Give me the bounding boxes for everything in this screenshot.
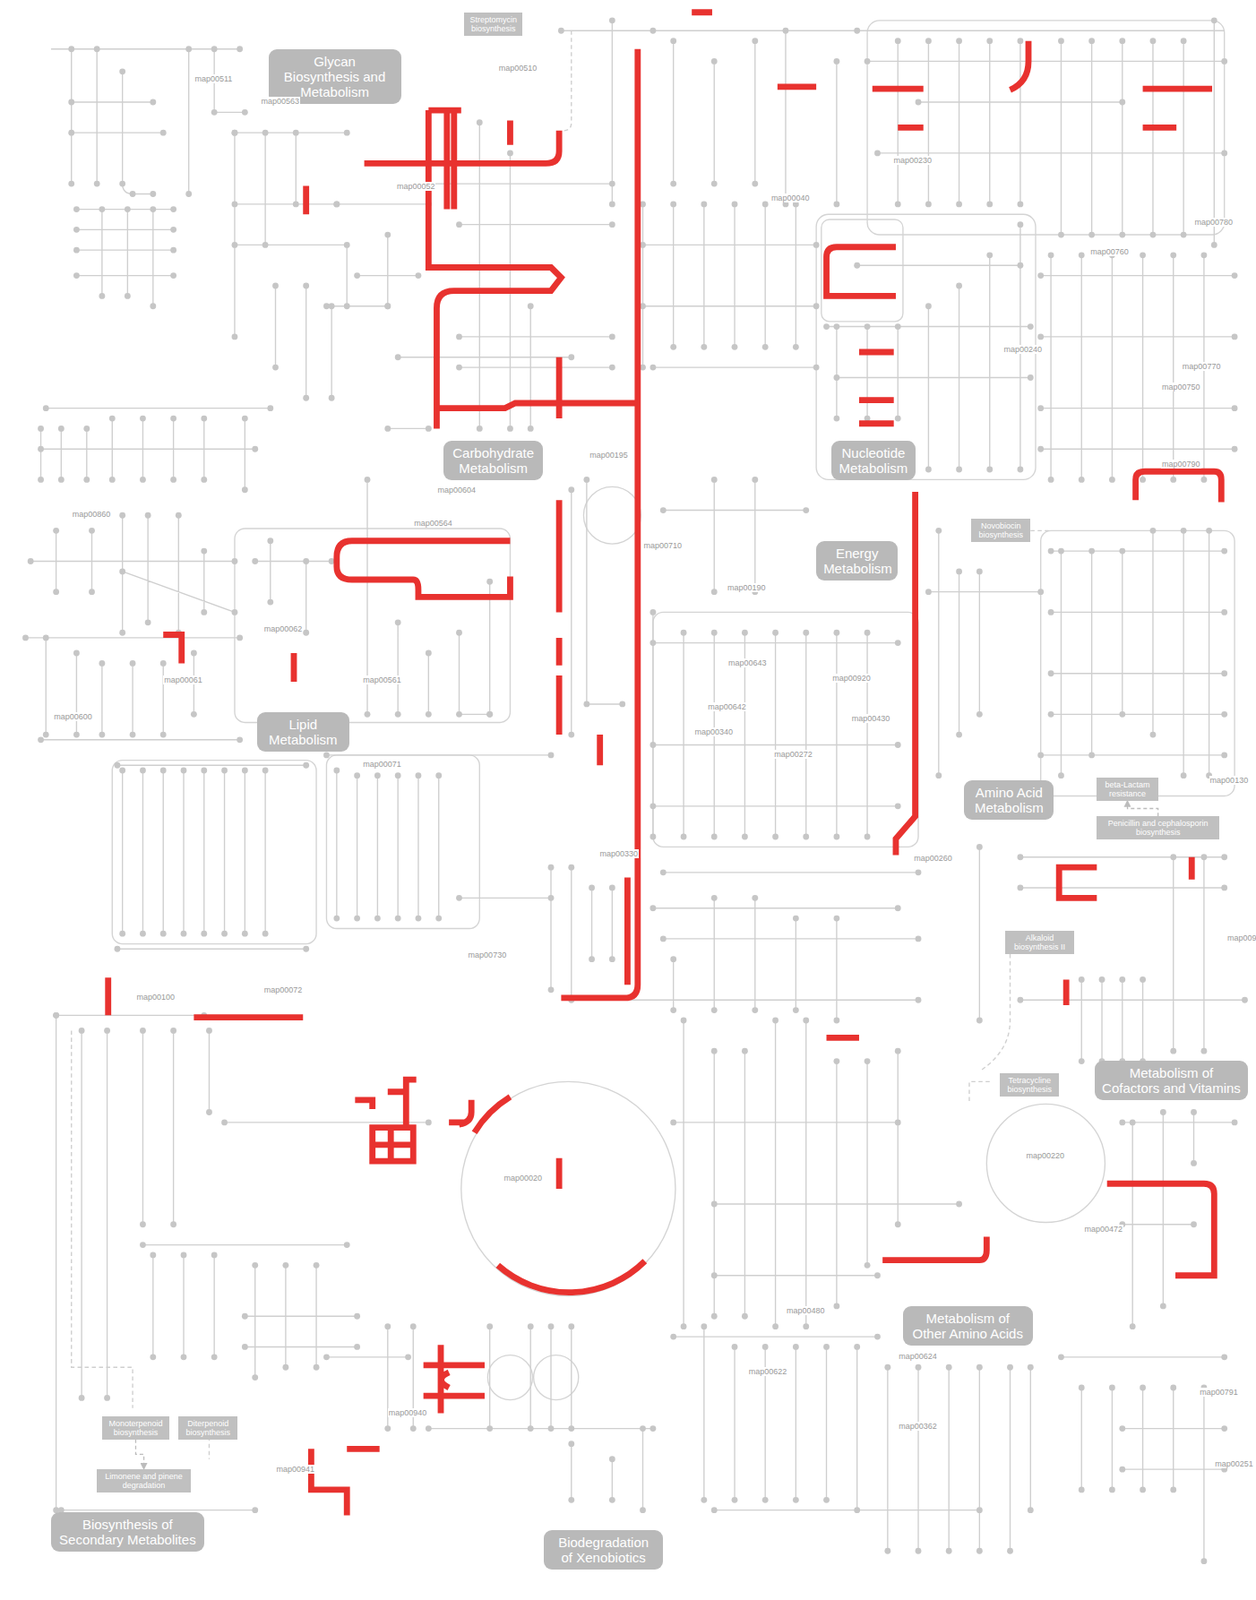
map-id: map00061 [163,675,204,685]
box-text: Limonene and pinene degradation [99,1471,189,1490]
map-id: map00071 [361,759,403,769]
map-id: map00062 [263,624,304,634]
map-id: map00624 [897,1351,938,1361]
map-id: map00750 [1161,382,1202,392]
map-id: map00760 [1089,247,1130,257]
pathway-box: Monoterpenoid biosynthesis [102,1416,170,1440]
map-id: map00600 [52,712,94,722]
map-id: map00643 [727,658,768,668]
category-label: Biosynthesis of Secondary Metabolites [51,1512,205,1552]
box-text: beta-Lactam resistance [1099,780,1155,799]
map-id: map00511 [193,74,233,84]
map-id: map00220 [1025,1151,1067,1161]
dashed-connector [135,1439,144,1470]
box-text: Nucleotide Metabolism [838,445,908,476]
box-text: Biosynthesis of Secondary Metabolites [58,1516,198,1548]
category-label: Carbohydrate Metabolism [443,440,542,481]
map-id: map00040 [770,193,811,203]
box-text: Metabolism of Cofactors and Vitamins [1101,1065,1241,1096]
map-id: map00362 [897,1421,938,1431]
pathway-box: Limonene and pinene degradation [96,1469,191,1493]
map-id: map00903 [1226,933,1256,943]
map-id: map00563 [259,96,301,106]
box-text: Alkaloid biosynthesis II [1007,933,1072,952]
box-text: Penicillin and cephalosporin biosynthesi… [1099,818,1217,837]
map-id: map00195 [588,450,629,460]
pathway-box: Diterpenoid biosynthesis [178,1416,238,1440]
box-text: Novobiocin biosynthesis [973,521,1028,540]
map-id: map00770 [1181,361,1222,371]
box-text: Amino Acid Metabolism [971,784,1047,816]
map-id: map00340 [693,727,734,737]
map-id: map00510 [498,63,539,73]
dashed-connector [1126,800,1158,817]
box-text: Carbohydrate Metabolism [450,445,535,476]
box-text: Energy Metabolism [823,545,891,577]
category-label: Metabolism of Cofactors and Vitamins [1094,1060,1248,1101]
map-id: map00791 [1198,1387,1239,1397]
pathway-box: Alkaloid biosynthesis II [1005,930,1075,955]
box-text: Monoterpenoid biosynthesis [104,1419,167,1437]
map-id: map00642 [706,702,748,712]
pathway-box: Tetracycline biosynthesis [999,1073,1059,1097]
box-text: Metabolism of Other Amino Acids [910,1310,1026,1342]
map-id: map00941 [275,1464,317,1474]
map-id: map00430 [851,714,892,723]
map-id: map00622 [748,1367,789,1377]
map-id: map00472 [1083,1224,1125,1234]
box-text: Streptomycin biosynthesis [466,15,520,34]
map-id: map00130 [1209,775,1250,785]
box-text: Diterpenoid biosynthesis [180,1419,235,1437]
category-label: Metabolism of Other Amino Acids [903,1306,1033,1346]
highlighted-pathways [108,12,1222,1516]
map-id: map00100 [135,992,176,1002]
map-id: map00251 [1213,1459,1255,1469]
category-label: Energy Metabolism [816,541,898,581]
map-id: map00230 [893,155,934,165]
map-id: map00260 [912,853,954,863]
map-id: map00072 [263,985,304,995]
map-id: map00604 [436,485,477,495]
map-id: map00730 [467,950,508,960]
map-id: map00240 [1003,344,1044,354]
box-text: Lipid Metabolism [264,716,343,748]
map-id: map00564 [412,518,454,528]
pathway-box: Streptomycin biosynthesis [464,12,523,36]
category-label: Amino Acid Metabolism [963,780,1054,820]
map-id: map00020 [502,1173,543,1183]
map-id: map00052 [395,181,437,191]
category-label: Glycan Biosynthesis and Metabolism [268,49,402,104]
map-id: map00920 [831,673,872,683]
map-id: map00790 [1161,459,1202,469]
map-id: map00780 [1194,217,1235,227]
category-label: Lipid Metabolism [257,712,350,752]
pathway-box: Penicillin and cephalosporin biosynthesi… [1096,816,1220,840]
pathway-box: Novobiocin biosynthesis [971,518,1031,542]
map-id: map00940 [387,1408,429,1418]
map-id: map00561 [361,675,403,685]
connector-dashes [71,30,1051,1459]
map-id: map00330 [599,849,640,859]
map-id: map00190 [726,583,767,593]
map-id: map00480 [785,1306,826,1316]
box-text: Biodegradation of Xenobiotics [550,1534,656,1566]
map-id: map00272 [773,749,814,759]
category-label: Biodegradation of Xenobiotics [543,1530,663,1570]
map-id: map00710 [643,541,684,551]
box-text: Tetracycline biosynthesis [1002,1075,1057,1094]
box-text: Glycan Biosynthesis and Metabolism [275,53,395,100]
map-id: map00860 [71,509,112,519]
pathway-lines [25,20,1245,1562]
category-label: Nucleotide Metabolism [831,440,915,481]
pathway-box: beta-Lactam resistance [1096,777,1158,801]
